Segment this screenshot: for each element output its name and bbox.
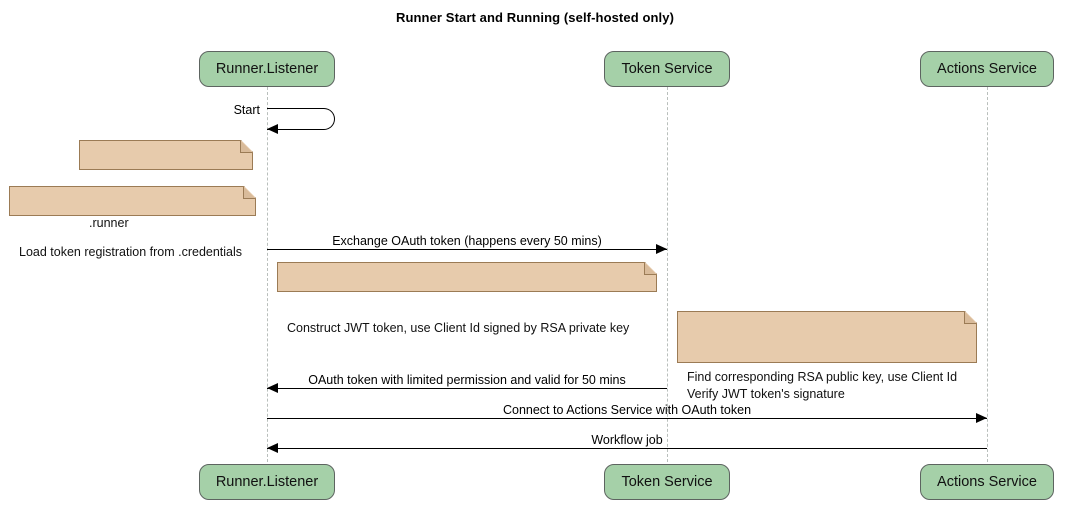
message-arrowhead-oauth-token-returned xyxy=(267,383,278,393)
note-text: Find corresponding RSA public key, use C… xyxy=(687,370,958,401)
self-message-start-arrowhead xyxy=(267,124,278,134)
participant-label: Token Service xyxy=(621,61,713,77)
self-message-start-loop xyxy=(267,108,335,130)
participant-label: Runner.Listener xyxy=(215,61,319,77)
participant-runner-listener-bottom[interactable]: Runner.Listener xyxy=(199,464,335,500)
participant-runner-listener-top[interactable]: Runner.Listener xyxy=(199,51,335,87)
participant-label: Actions Service xyxy=(937,61,1037,77)
message-label-oauth-token-returned: OAuth token with limited permission and … xyxy=(308,373,626,387)
note-load-config: Load config info from .runner xyxy=(79,140,253,230)
message-arrowhead-connect-actions-service xyxy=(976,413,987,423)
message-line-workflow-job xyxy=(267,448,987,449)
lifeline-actions-service xyxy=(987,87,988,462)
note-verify-jwt-signature: Find corresponding RSA public key, use C… xyxy=(677,311,977,401)
participant-token-service-top[interactable]: Token Service xyxy=(604,51,730,87)
page-title: Runner Start and Running (self-hosted on… xyxy=(395,10,675,25)
message-arrowhead-workflow-job xyxy=(267,443,278,453)
message-label-workflow-job: Workflow job xyxy=(591,433,663,447)
lifeline-runner-listener xyxy=(267,87,268,462)
note-construct-jwt-token: Construct JWT token, use Client Id signe… xyxy=(277,262,657,335)
note-load-token-registration: Load token registration from .credential… xyxy=(9,186,256,259)
message-line-oauth-token-returned xyxy=(267,388,667,389)
message-label-connect-actions-service: Connect to Actions Service with OAuth to… xyxy=(502,403,752,417)
note-text: Load token registration from .credential… xyxy=(19,245,243,259)
participant-token-service-bottom[interactable]: Token Service xyxy=(604,464,730,500)
message-line-connect-actions-service xyxy=(267,418,987,419)
message-label-exchange-oauth-token: Exchange OAuth token (happens every 50 m… xyxy=(332,234,602,248)
note-text: Construct JWT token, use Client Id signe… xyxy=(287,321,630,335)
participant-label: Runner.Listener xyxy=(215,474,319,490)
lifeline-token-service xyxy=(667,87,668,462)
message-line-exchange-oauth-token xyxy=(267,249,667,250)
message-arrowhead-exchange-oauth-token xyxy=(656,244,667,254)
participant-actions-service-bottom[interactable]: Actions Service xyxy=(920,464,1054,500)
participant-actions-service-top[interactable]: Actions Service xyxy=(920,51,1054,87)
participant-label: Actions Service xyxy=(937,474,1037,490)
message-label-start: Start xyxy=(233,103,260,117)
participant-label: Token Service xyxy=(621,474,713,490)
